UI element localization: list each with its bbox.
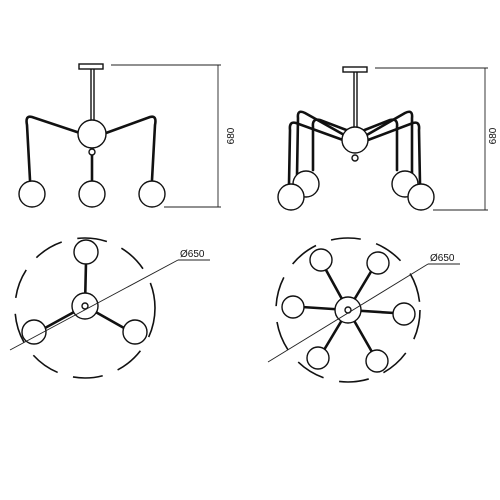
diameter-label: Ø650 [180,249,205,260]
height-dimension-label: 680 [488,127,499,144]
arm-mid-right [360,118,399,172]
center-hub [341,126,369,154]
globe-shade [407,183,435,211]
diameter-leader-line [267,263,429,363]
globe-shade [138,180,166,208]
plan-view-six-arm: Ø650 [267,237,460,383]
hub-center-point [81,302,89,310]
front-view-six-arm: 680 [277,66,499,211]
arm-back-right [363,110,414,178]
globe-shade [21,319,47,345]
diameter-leader-line [9,259,179,351]
globe-shade [281,295,305,319]
arm-back-left [295,110,348,178]
globe-shade [366,251,390,275]
front-view-three-arm: 680 [18,63,237,208]
ceiling-canopy [78,63,104,70]
globe-shade [309,248,333,272]
globe-shade [122,319,148,345]
globe-shade [277,183,305,211]
hub-finial [351,154,359,162]
diameter-label: Ø650 [430,253,455,264]
globe-shade [306,346,330,370]
diameter-outline [14,237,156,379]
globe-shade [365,349,389,373]
hub-finial [88,148,96,156]
globe-shade [392,302,416,326]
arm-right [104,115,157,182]
globe-shade [73,239,99,265]
arm-front-right [366,121,422,186]
height-dimension-label: 680 [226,127,237,144]
arm-mid-left [311,118,351,172]
globe-shade [78,180,106,208]
center-hub [77,119,107,149]
plan-view-three-arm: Ø650 [9,237,210,379]
ceiling-canopy [342,66,368,73]
globe-shade [18,180,46,208]
arm-front-left [287,121,345,186]
diameter-outline [275,237,421,383]
arm-left [25,115,82,182]
